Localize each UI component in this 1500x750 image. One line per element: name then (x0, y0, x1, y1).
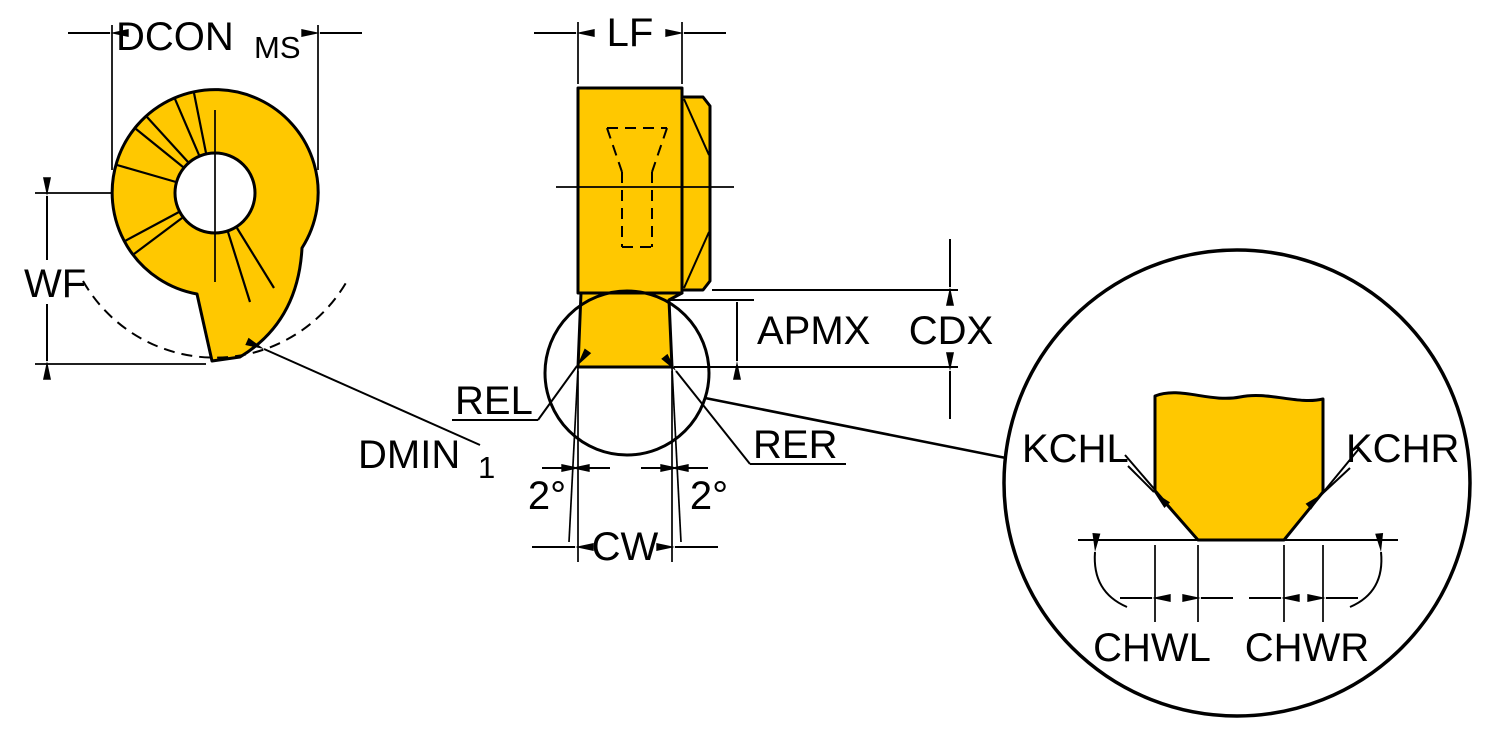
side-view: LF APMX CDX REL RER (452, 11, 1007, 569)
cdx-dimension: CDX (909, 239, 993, 419)
label-dmin-subscript: 1 (478, 450, 495, 485)
insert-tip-section (1153, 391, 1325, 542)
leader-line (1305, 467, 1351, 510)
facet-line (192, 92, 208, 154)
angle-arc-arrow-left (1092, 533, 1128, 608)
label-wf: WF (24, 262, 86, 306)
insert-cutting-tip (576, 291, 684, 369)
label-apmx: APMX (757, 309, 870, 353)
detail-view: KCHL KCHR CHWL CHWR (1002, 248, 1472, 718)
kchl-leader: KCHL (1022, 427, 1171, 509)
detail-circle (543, 289, 711, 457)
front-facet-lines (116, 92, 275, 303)
flange-edge-line (683, 231, 710, 289)
label-background (20, 260, 82, 304)
facet-line (236, 227, 275, 289)
leader-line (245, 337, 481, 446)
apmx-dimension: APMX (733, 302, 870, 380)
facet-line (116, 163, 177, 184)
wf-dimension: WF (20, 177, 206, 380)
leader-line (1127, 465, 1171, 509)
front-view: DCON MS WF DMIN 1 (20, 15, 495, 485)
angle-arc-arrow-right (1349, 532, 1384, 608)
cw-dimension: CW (532, 525, 718, 569)
label-chwl: CHWL (1093, 626, 1211, 670)
detail-connector-line (704, 396, 1007, 460)
kchr-leader: KCHR (1305, 427, 1459, 510)
label-kchr: KCHR (1346, 427, 1459, 471)
hidden-hole-profile (606, 127, 668, 248)
taper-edge-extension-right (671, 367, 682, 543)
facet-line (135, 128, 184, 168)
label-lf: LF (607, 11, 654, 55)
label-cdx: CDX (909, 309, 993, 353)
facet-line (133, 217, 183, 255)
label-rer: RER (753, 423, 837, 467)
facet-line (226, 231, 252, 303)
label-cw: CW (592, 525, 659, 569)
facet-line (124, 211, 180, 242)
label-taper-angle-right: 2° (690, 474, 728, 518)
label-dmin: DMIN (358, 433, 460, 477)
chamfer-width-dimensions: CHWL CHWR (1092, 532, 1384, 670)
leader-line (537, 348, 592, 421)
rel-leader: REL (452, 348, 592, 423)
label-chwr: CHWR (1245, 626, 1369, 670)
leader-line (661, 353, 751, 465)
label-dcon: DCON (116, 15, 234, 59)
lf-dimension: LF (534, 11, 726, 84)
facet-line (173, 98, 201, 156)
insert-side-flange (680, 95, 712, 292)
label-taper-angle-left: 2° (528, 474, 566, 518)
facet-line (146, 116, 189, 163)
bore-dashed-arc (82, 280, 348, 359)
label-rel: REL (455, 379, 533, 423)
flange-edge-line (683, 98, 710, 156)
rer-leader: RER (661, 353, 846, 467)
label-dcon-subscript: MS (254, 30, 301, 65)
taper-edge-extension-left (568, 367, 579, 543)
insert-side-body (576, 86, 684, 295)
label-kchl: KCHL (1022, 427, 1129, 471)
dmin-leader: DMIN 1 (245, 337, 495, 485)
detail-view-circle (1002, 248, 1472, 718)
dcon-dimension: DCON MS (68, 15, 362, 170)
taper-angle-construction: 2° 2° (528, 367, 728, 562)
